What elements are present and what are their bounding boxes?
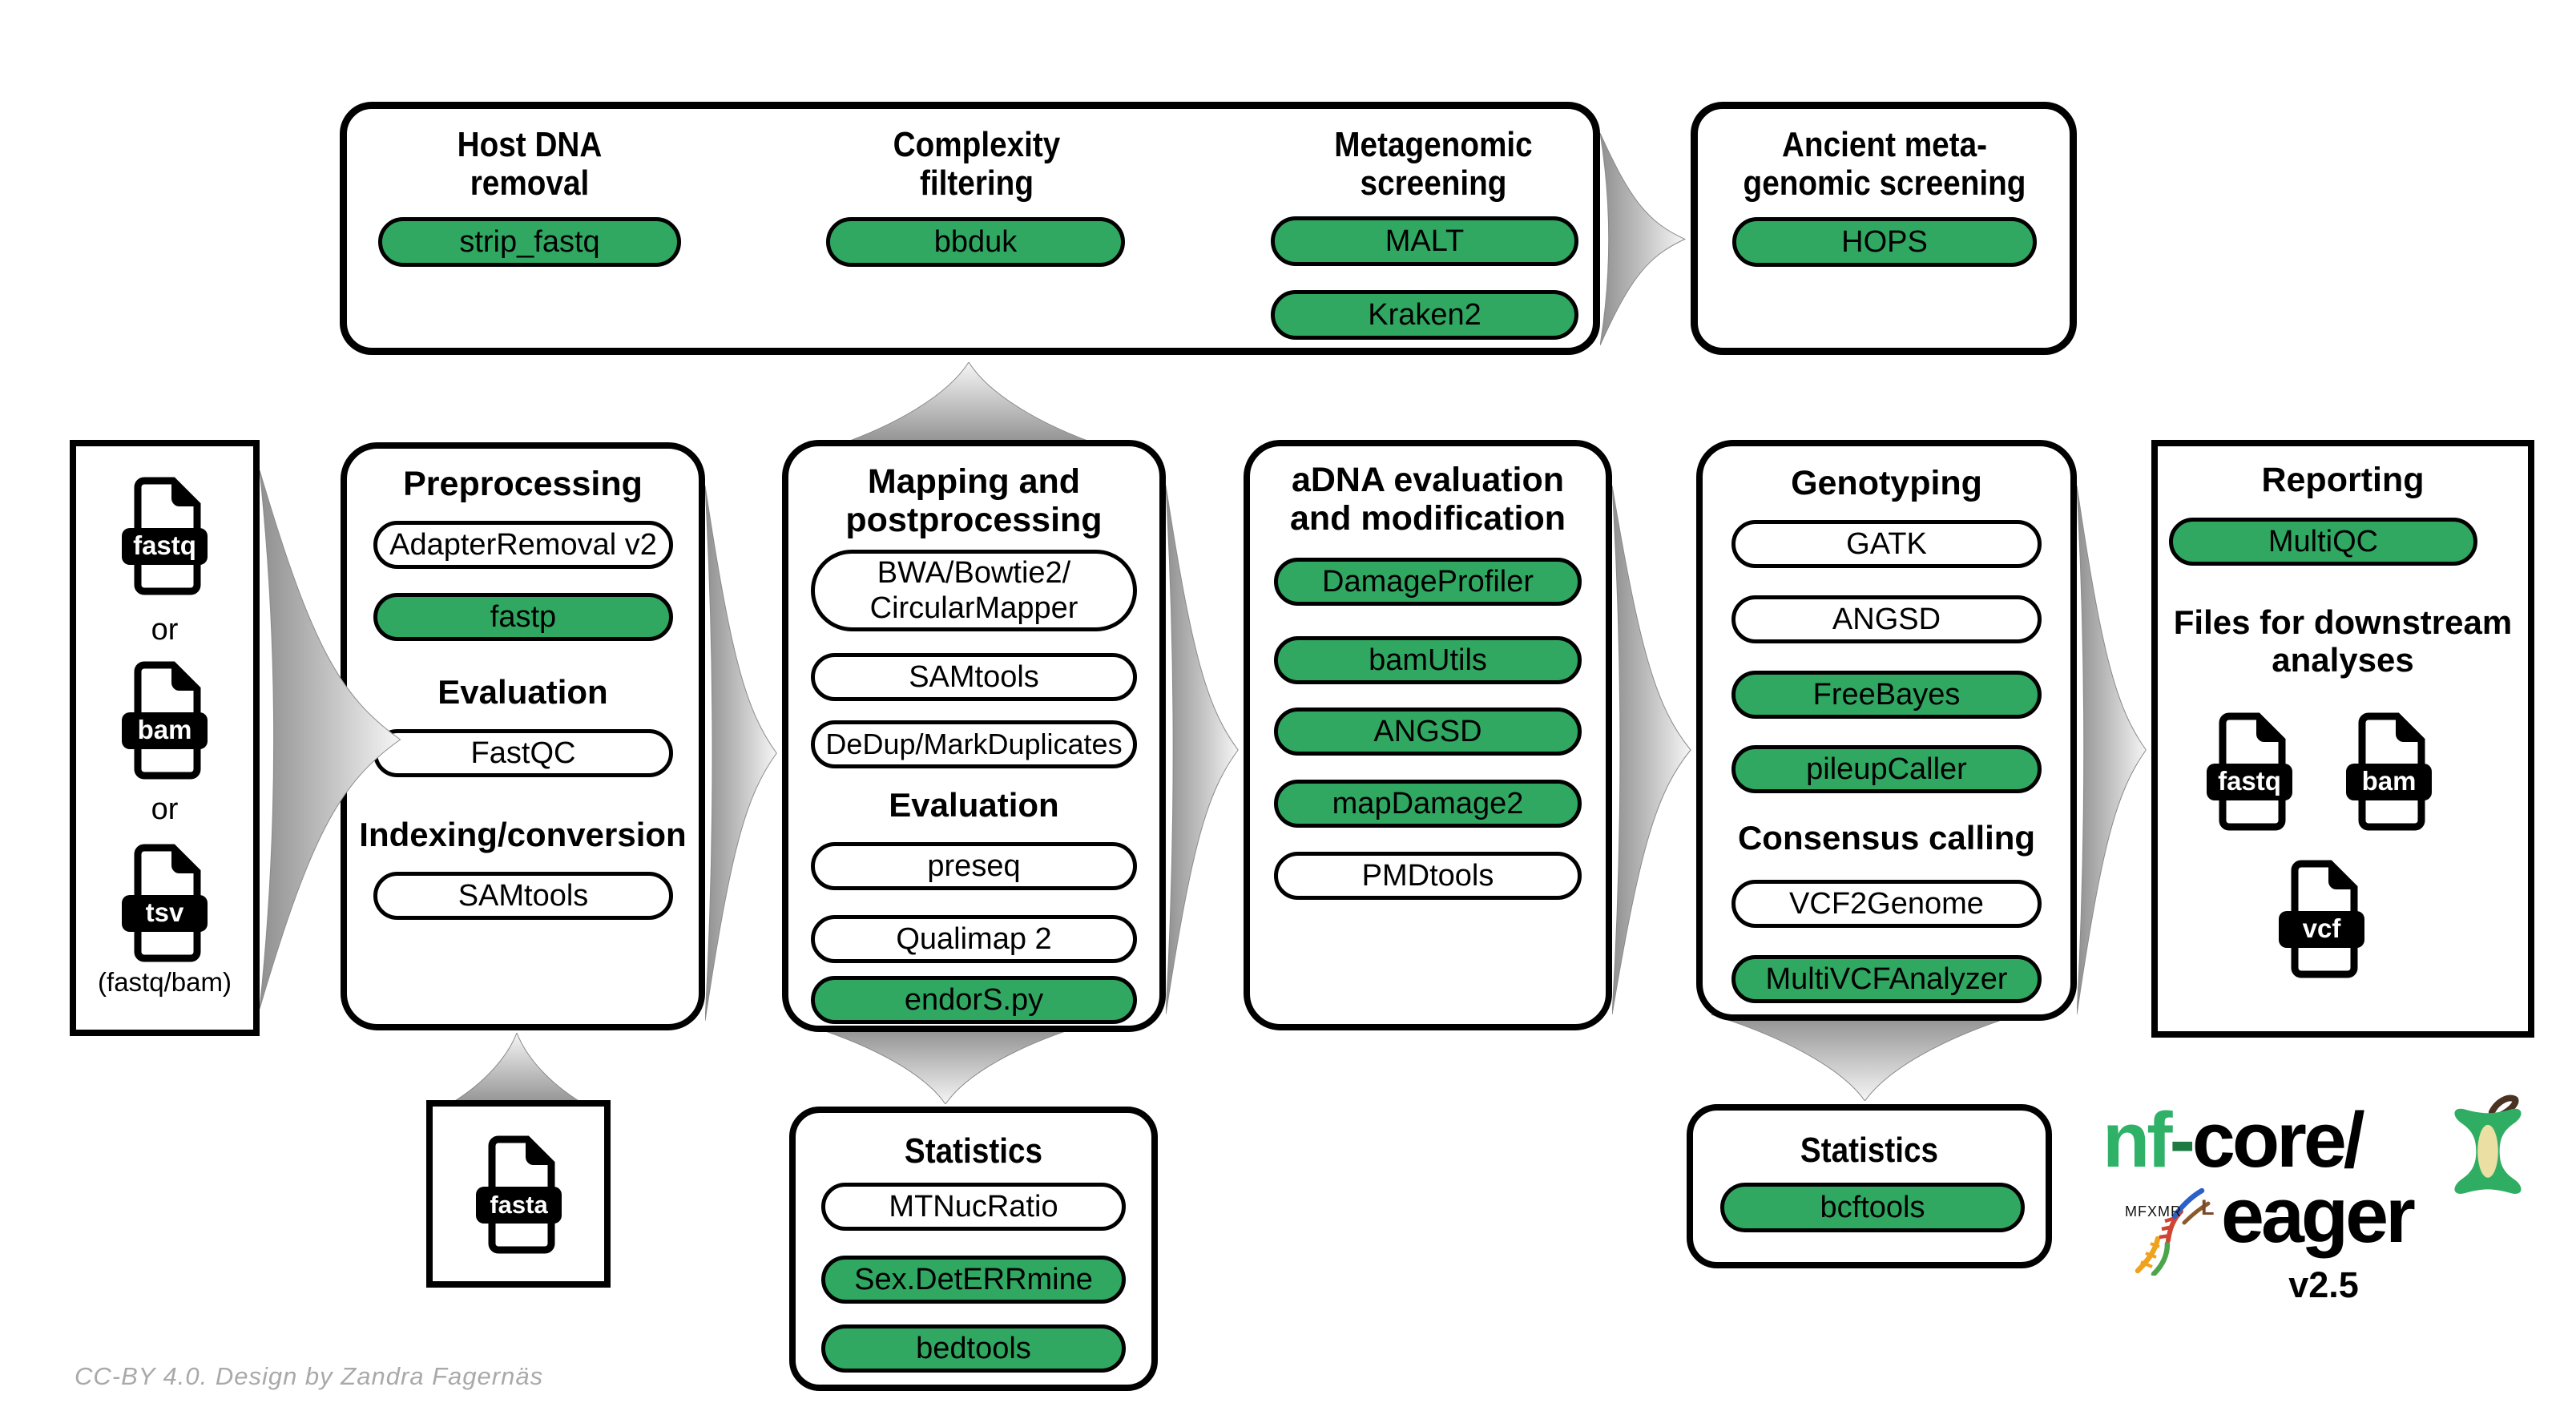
screening-box: Host DNA removal strip_fastq Complexity …: [340, 102, 1600, 355]
evaluation-subheader: Evaluation: [889, 786, 1059, 824]
bwa-bowtie2-circularmapper-pill: BWA/Bowtie2/ CircularMapper: [811, 550, 1137, 631]
vcf2genome-pill: VCF2Genome: [1731, 880, 2042, 928]
fastq-file-icon: fastq: [2207, 712, 2292, 831]
malt-pill: MALT: [1271, 216, 1578, 266]
statistics-title: Statistics: [1800, 1131, 1939, 1170]
bam-file-icon: bam: [2346, 712, 2432, 831]
flow-arrow-preprocessing-to-mapping: [705, 486, 779, 1021]
qualimap2-pill: Qualimap 2: [811, 915, 1137, 963]
gatk-pill: GATK: [1731, 520, 2042, 568]
endors-py-pill: endorS.py: [811, 976, 1137, 1024]
flow-arrow-adna-to-genotyping: [1612, 486, 1693, 1014]
bam-file-icon: bam: [122, 661, 208, 780]
hops-pill: HOPS: [1732, 217, 2037, 267]
flow-arrow-fasta-to-preprocessing: [445, 1033, 588, 1107]
bcftools-pill: bcftools: [1720, 1183, 2025, 1232]
flow-arrow-genotyping-to-reporting: [2077, 486, 2148, 1014]
tsv-file-icon: tsv: [122, 844, 208, 962]
statistics-mapping-box: Statistics MTNucRatio Sex.DetERRmine bed…: [789, 1107, 1158, 1391]
mapping-box: Mapping and postprocessing BWA/Bowtie2/ …: [782, 440, 1166, 1032]
evaluation-subheader: Evaluation: [437, 673, 608, 711]
reporting-title: Reporting: [2261, 461, 2425, 499]
adna-title: aDNA evaluation and modification: [1290, 461, 1566, 538]
svg-text:bam: bam: [138, 715, 192, 744]
or-label: or: [151, 792, 179, 826]
metagenomic-screening-title: Metagenomic screening: [1334, 125, 1533, 203]
kraken2-pill: Kraken2: [1271, 290, 1578, 340]
dna-helix-icon: [2135, 1187, 2211, 1276]
version-label: v2.5: [2288, 1264, 2359, 1305]
svg-text:bam: bam: [2362, 766, 2417, 796]
multivcfanalyzer-pill: MultiVCFAnalyzer: [1731, 955, 2042, 1003]
svg-text:tsv: tsv: [146, 897, 184, 927]
nf-core-wordmark: nf-core/: [2102, 1101, 2365, 1179]
reporting-box: Reporting MultiQC Files for downstream a…: [2151, 440, 2534, 1038]
damageprofiler-pill: DamageProfiler: [1274, 558, 1582, 606]
statistics-title: Statistics: [904, 1131, 1043, 1171]
preseq-pill: preseq: [811, 842, 1137, 890]
svg-text:vcf: vcf: [2303, 913, 2342, 943]
genotyping-box: Genotyping GATK ANGSD FreeBayes pileupCa…: [1696, 440, 2077, 1021]
fasta-reference-box: fasta: [426, 1100, 611, 1288]
bbduk-pill: bbduk: [826, 217, 1125, 267]
svg-text:fasta: fasta: [490, 1191, 548, 1219]
indexing-conversion-subheader: Indexing/conversion: [359, 816, 687, 853]
angsd-pill: ANGSD: [1731, 595, 2042, 643]
dash-text: -: [2169, 1096, 2195, 1183]
flow-arrow-genotyping-to-statistics: [1711, 1014, 2019, 1101]
flow-arrow-input-to-preprocessing: [260, 470, 405, 1009]
statistics-genotyping-box: Statistics bcftools: [1687, 1104, 2052, 1268]
samtools-pill: SAMtools: [811, 653, 1137, 701]
bamutils-pill: bamUtils: [1274, 636, 1582, 684]
genotyping-title: Genotyping: [1791, 464, 1982, 502]
pileupcaller-pill: pileupCaller: [1731, 745, 2042, 793]
flow-arrow-metagenomic-to-ancient: [1600, 133, 1687, 345]
multiqc-pill: MultiQC: [2169, 518, 2477, 566]
fasta-file-icon: fasta: [476, 1135, 562, 1254]
downstream-files-subheader: Files for downstream analyses: [2173, 603, 2513, 679]
flow-arrow-mapping-to-statistics: [813, 1027, 1078, 1104]
ancient-screening-title: Ancient meta- genomic screening: [1743, 125, 2026, 203]
rune-l-text: L: [2201, 1195, 2215, 1220]
mtnucratio-pill: MTNucRatio: [821, 1183, 1126, 1231]
ancient-screening-box: Ancient meta- genomic screening HOPS: [1691, 102, 2077, 355]
flow-arrow-mapping-to-screening: [836, 362, 1101, 445]
adapterremoval-pill: AdapterRemoval v2: [373, 521, 673, 569]
eager-wordmark: eager: [2221, 1171, 2416, 1259]
host-dna-removal-title: Host DNA removal: [457, 125, 603, 203]
input-caption: (fastq/bam): [98, 967, 232, 997]
svg-text:fastq: fastq: [2218, 766, 2281, 796]
nf-text: nf: [2102, 1096, 2173, 1183]
core-text: core/: [2191, 1096, 2365, 1183]
adna-box: aDNA evaluation and modification DamageP…: [1244, 440, 1612, 1030]
dedup-markduplicates-pill: DeDup/MarkDuplicates: [811, 720, 1137, 768]
complexity-filtering-title: Complexity filtering: [893, 125, 1061, 203]
preprocessing-box: Preprocessing AdapterRemoval v2 fastp Ev…: [341, 442, 705, 1030]
freebayes-pill: FreeBayes: [1731, 671, 2042, 719]
or-label: or: [151, 613, 179, 647]
mapdamage2-pill: mapDamage2: [1274, 780, 1582, 828]
samtools-pill: SAMtools: [373, 872, 673, 920]
license-credit: CC-BY 4.0. Design by Zandra Fagernäs: [75, 1362, 544, 1390]
input-files-box: fastq or bam or tsv (fastq/bam): [70, 440, 260, 1036]
strip-fastq-pill: strip_fastq: [378, 217, 681, 267]
mapping-title: Mapping and postprocessing: [845, 462, 1103, 539]
vcf-file-icon: vcf: [2279, 860, 2364, 978]
fastq-file-icon: fastq: [122, 477, 208, 595]
preprocessing-title: Preprocessing: [403, 465, 643, 503]
svg-text:fastq: fastq: [133, 530, 196, 560]
fastqc-pill: FastQC: [373, 729, 673, 777]
bedtools-pill: bedtools: [821, 1324, 1126, 1373]
fastp-pill: fastp: [373, 593, 673, 641]
consensus-calling-subheader: Consensus calling: [1737, 819, 2036, 857]
pmdtools-pill: PMDtools: [1274, 852, 1582, 900]
angsd-pill: ANGSD: [1274, 708, 1582, 756]
flow-arrow-mapping-to-adna: [1166, 486, 1240, 1014]
apple-core-icon: [2454, 1095, 2522, 1194]
sex-deterrmine-pill: Sex.DetERRmine: [821, 1256, 1126, 1304]
runes-text: MFXMR: [2125, 1203, 2182, 1220]
